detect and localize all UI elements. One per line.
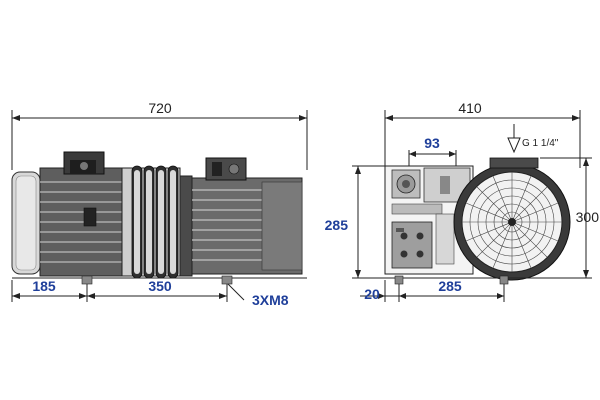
dim-20-label: 20 (364, 286, 380, 302)
dim-feet: 185 350 (11, 278, 228, 302)
left-motor-fins (40, 181, 122, 263)
end-base (360, 275, 585, 285)
dim-bolts-label: 3XM8 (252, 292, 289, 308)
dim-overall-length: 720 (11, 100, 308, 170)
dim-end-feet: 20 285 (360, 278, 505, 302)
dim-300-label: 300 (576, 209, 600, 225)
pump-housing (121, 165, 181, 279)
left-motor (39, 151, 123, 277)
dim-185-label: 185 (32, 278, 56, 294)
dim-350-label: 350 (148, 278, 172, 294)
fan-cover (453, 157, 571, 281)
inlet-thread-label: G 1 1/4" (522, 138, 559, 149)
dim-height-total: 300 (540, 157, 600, 279)
left-fan-cover (11, 171, 41, 275)
inlet-arrow: G 1 1/4" (507, 124, 559, 154)
dim-285-width-label: 285 (438, 278, 462, 294)
dim-285-height-label: 285 (325, 217, 349, 233)
dim-93-label: 93 (424, 135, 440, 151)
end-view: 410 93 G 1 1/4" (325, 100, 600, 302)
side-view: 720 (11, 100, 308, 308)
cooling-rings (131, 165, 179, 279)
bolt-callout: 3XM8 (227, 283, 289, 308)
dim-410-label: 410 (458, 100, 482, 116)
dim-height-base: 285 (325, 165, 385, 279)
dim-flange: 93 (408, 135, 457, 166)
dim-720-label: 720 (148, 100, 172, 116)
right-motor (179, 157, 303, 277)
